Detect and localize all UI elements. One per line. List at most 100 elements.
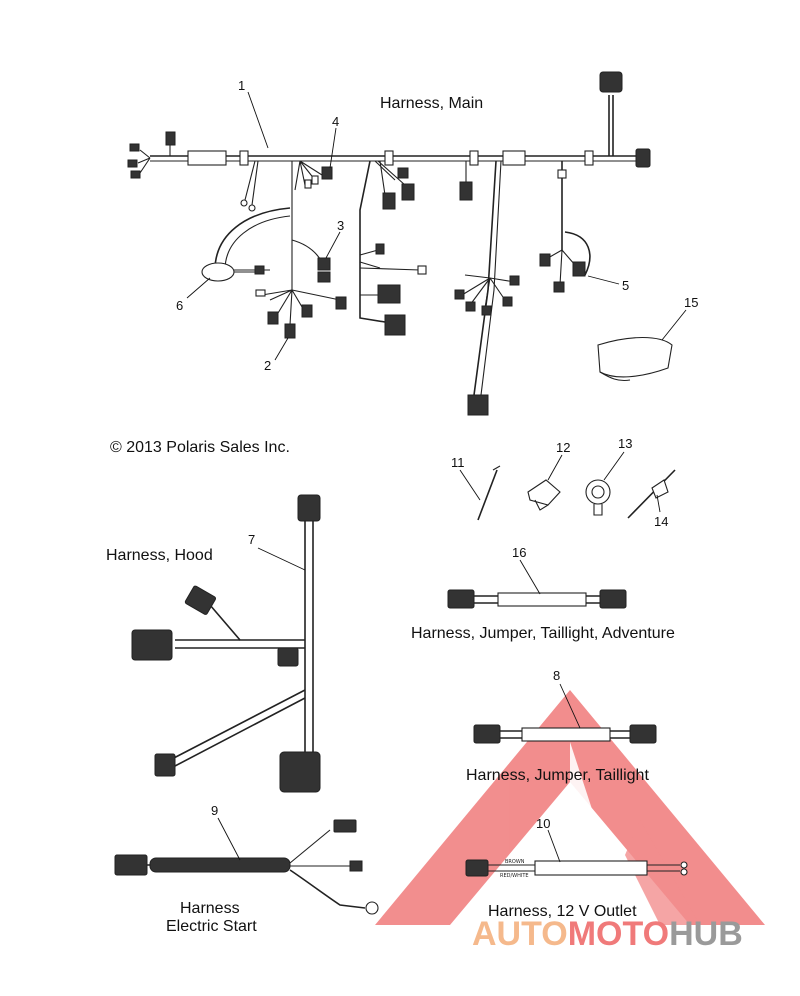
trunk-clip-3 <box>469 150 479 166</box>
hood-branch-upper <box>209 604 305 649</box>
copyright-text: © 2013 Polaris Sales Inc. <box>110 439 290 456</box>
harness-main <box>127 71 687 416</box>
long-fan-conn-e <box>509 275 520 286</box>
outlet-left-connector <box>465 859 489 877</box>
wire-label-brown: BROWN <box>505 859 525 865</box>
hood-upper-connector <box>184 585 217 615</box>
part-4-conn-b <box>304 179 312 189</box>
es-branch-down <box>289 869 366 909</box>
label-harness-hood: Harness, Hood <box>106 547 213 564</box>
harness-jumper-taillight <box>473 683 657 744</box>
trunk-clip-4 <box>584 150 594 166</box>
part-5-conn-a <box>539 253 551 267</box>
label-harness-main: Harness, Main <box>380 95 483 112</box>
watermark-triangle-inner <box>570 742 630 925</box>
callout-11: 11 <box>451 455 465 470</box>
left-connector-b <box>127 159 138 168</box>
hood-left-connector <box>131 629 173 661</box>
leader-15 <box>661 309 687 341</box>
adv-left-connector <box>447 589 475 609</box>
part-4-conn-c <box>311 175 319 185</box>
callout-8: 8 <box>553 668 560 683</box>
bundle-2-conn-e <box>255 289 266 297</box>
watermark-text: AUTOMOTOHUB <box>472 915 743 953</box>
callout-7: 7 <box>248 532 255 547</box>
trunk-sleeve-1 <box>187 150 227 166</box>
part-5-conn-b <box>553 281 565 293</box>
wire-label-red-white: RED/WHITE <box>500 873 529 879</box>
leader-6 <box>186 277 211 299</box>
tube-6 <box>214 207 291 271</box>
long-fan-conn-a <box>454 289 465 300</box>
part-4-conn-a <box>321 166 333 180</box>
bundle-2-conn-c <box>301 304 313 318</box>
part-3-conn-a <box>317 257 331 271</box>
leader-3 <box>325 231 341 259</box>
hood-lower-connector <box>154 753 176 777</box>
leader-4 <box>329 127 337 169</box>
leader-16 <box>519 559 541 595</box>
callout-9: 9 <box>211 803 218 818</box>
label-12v-outlet: Harness, 12 V Outlet <box>488 903 637 920</box>
callout-6: 6 <box>176 298 183 313</box>
boot-6 <box>201 262 235 282</box>
leader-12 <box>547 454 563 481</box>
label-electric-start-1: Harness <box>180 900 240 917</box>
hood-top-connector <box>297 494 321 522</box>
right-end-connector <box>635 148 651 168</box>
tube-6-inner <box>224 215 291 271</box>
harness-hood <box>131 494 321 793</box>
harness-12v-outlet: BROWN RED/WHITE <box>465 829 688 879</box>
outlet-sleeve <box>534 860 648 876</box>
label-jumper-adventure: Harness, Jumper, Taillight, Adventure <box>411 625 675 642</box>
callout-12: 12 <box>556 440 570 455</box>
center-conn-d <box>459 181 473 201</box>
trunk-clip-1 <box>239 150 249 166</box>
part-5-fan <box>547 249 576 286</box>
boot-6-conn <box>254 265 265 275</box>
leader-13 <box>603 451 625 481</box>
watermark-triangle-right <box>625 820 700 925</box>
clips-group <box>459 451 676 521</box>
leader-14 <box>656 494 661 513</box>
mid-conn-b <box>417 265 427 275</box>
boot-6-wires <box>234 269 270 273</box>
es-mid-terminal <box>349 860 363 872</box>
hood-bottom-connector <box>279 751 321 793</box>
bundle-2-fan <box>261 289 341 326</box>
label-electric-start-2: Electric Start <box>166 918 257 935</box>
label-jumper-taillight: Harness, Jumper, Taillight <box>466 767 649 784</box>
es-loom <box>149 857 291 873</box>
left-top-connector <box>165 131 176 146</box>
tail-right-connector <box>629 724 657 744</box>
leader-1 <box>247 91 269 149</box>
center-harness <box>359 160 386 323</box>
trunk-clip-2 <box>384 150 394 166</box>
clamp-13-inner <box>591 485 605 499</box>
long-harness-inner <box>480 160 502 396</box>
bundle-2-conn-a <box>267 311 279 325</box>
cover-15-edge <box>599 371 631 382</box>
es-branch-up <box>289 829 331 864</box>
cover-15 <box>597 337 673 378</box>
callout-4: 4 <box>332 114 339 129</box>
long-fan-conn-b <box>465 301 476 312</box>
long-fan-conn-d <box>502 296 513 307</box>
part-5-loop <box>564 231 591 276</box>
leader-11 <box>459 469 481 501</box>
hood-small-connector <box>277 647 299 667</box>
es-top-connector <box>333 819 357 833</box>
callout-10: 10 <box>536 816 550 831</box>
tail-sleeve <box>521 727 611 742</box>
clip-12-foot <box>534 499 549 511</box>
leader-7 <box>257 547 306 571</box>
part-5-conn-c <box>572 261 586 277</box>
left-connector-c <box>130 170 141 179</box>
trunk-sleeve-2 <box>502 150 526 166</box>
adv-sleeve <box>497 592 587 607</box>
mid-fan <box>359 249 421 271</box>
right-top-connector <box>599 71 623 93</box>
callout-16: 16 <box>512 545 526 560</box>
tie-11 <box>477 469 498 521</box>
